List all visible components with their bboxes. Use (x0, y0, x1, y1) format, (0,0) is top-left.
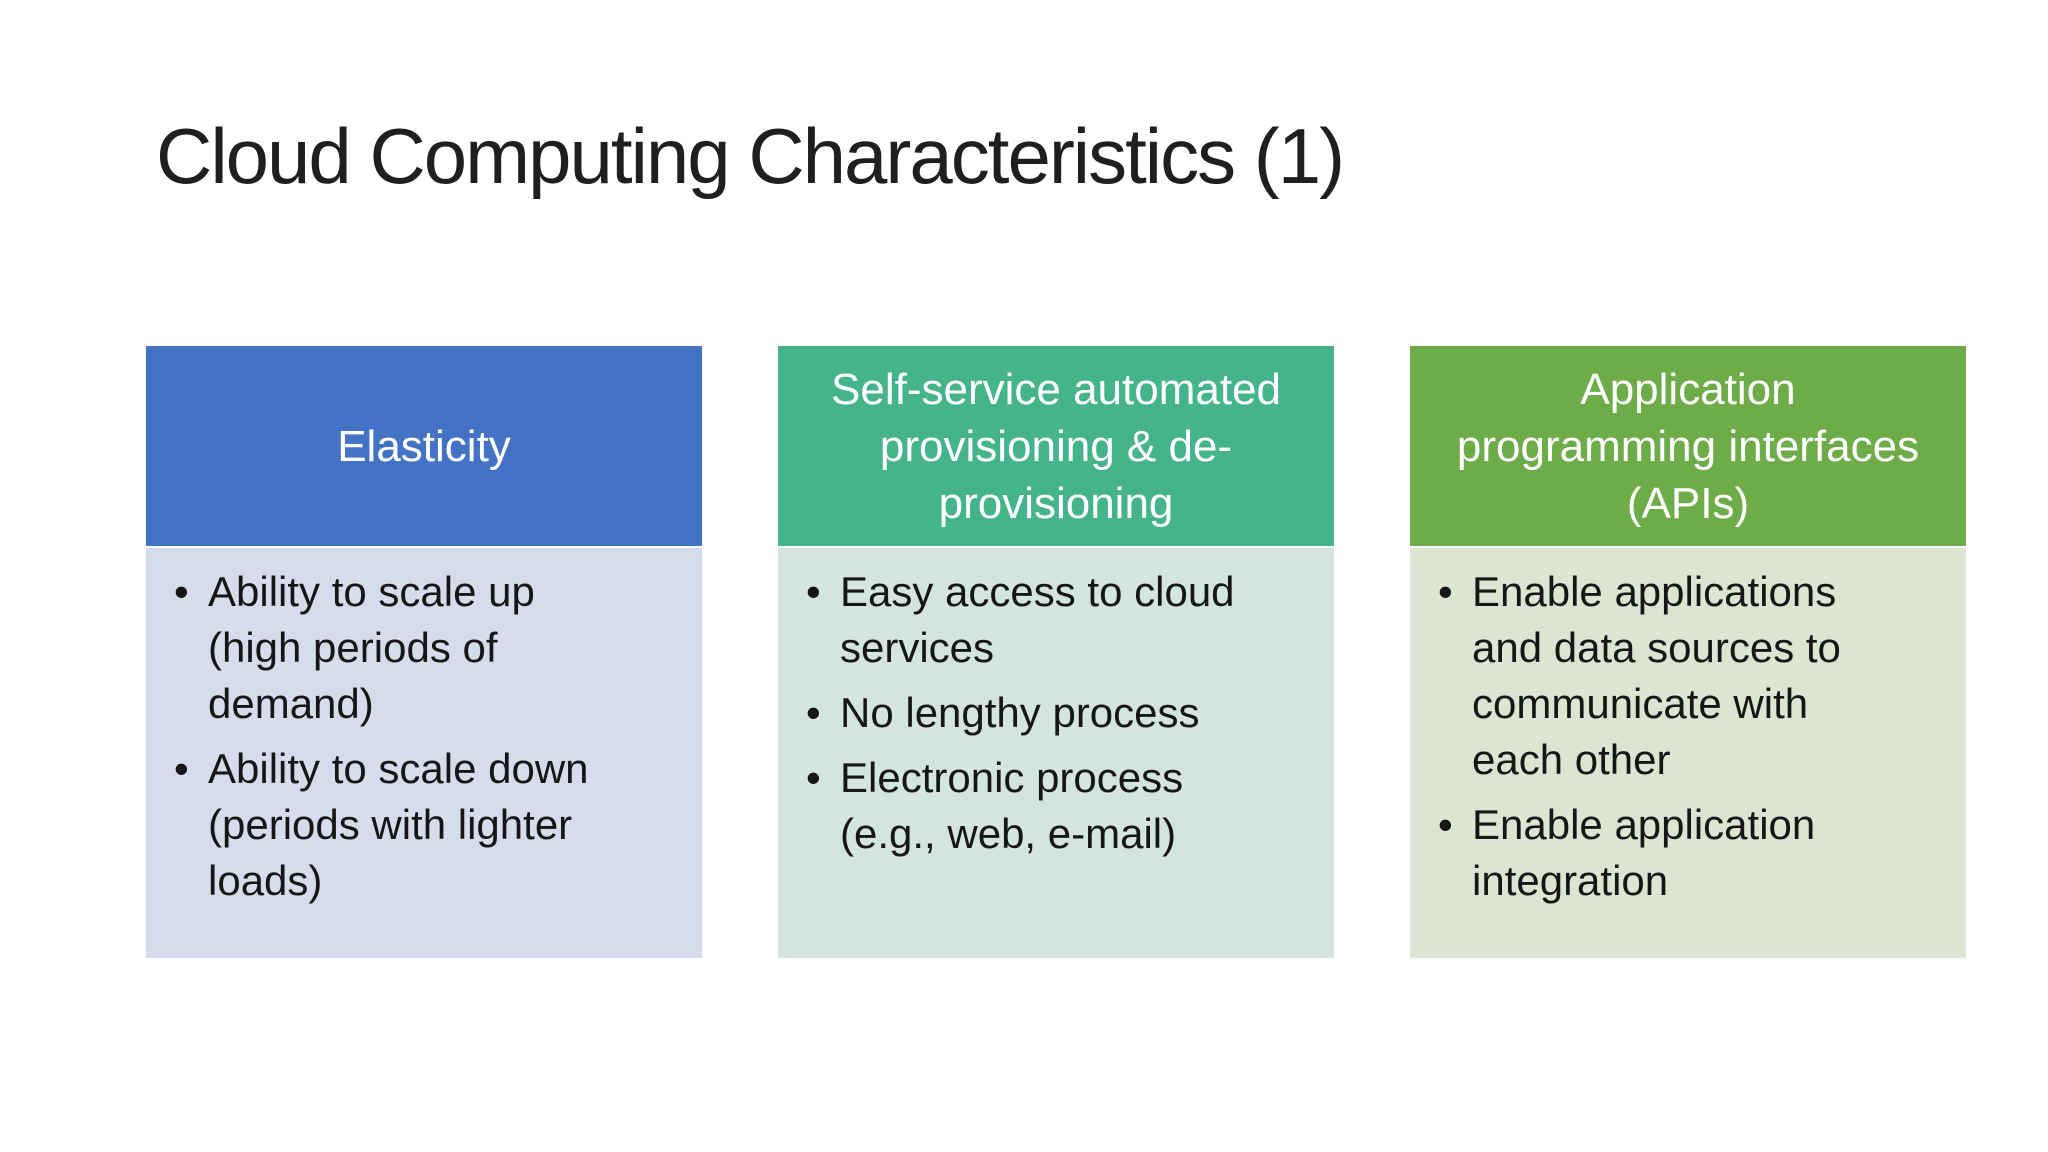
column-header: Self-service automated provisioning & de… (778, 346, 1334, 546)
column-header: Elasticity (146, 346, 702, 546)
column-self-service: Self-service automated provisioning & de… (778, 346, 1334, 958)
bullet-item: Ability to scale up (high periods of dem… (174, 564, 638, 732)
bullet-item: Electronic process (e.g., web, e-mail) (806, 750, 1270, 862)
bullet-list: Enable applications and data sources to … (1438, 564, 1966, 909)
bullet-item: Ability to scale down (periods with ligh… (174, 741, 638, 909)
column-body: Ability to scale up (high periods of dem… (146, 548, 702, 958)
bullet-item: Enable applications and data sources to … (1438, 564, 1902, 788)
column-header: Application programming interfaces (APIs… (1410, 346, 1966, 546)
slide-title: Cloud Computing Characteristics (1) (156, 112, 1345, 200)
column-elasticity: Elasticity Ability to scale up (high per… (146, 346, 702, 958)
bullet-item: Enable application integration (1438, 797, 1902, 909)
bullet-list: Easy access to cloud services No lengthy… (806, 564, 1334, 862)
column-body: Enable applications and data sources to … (1410, 548, 1966, 958)
characteristics-columns: Elasticity Ability to scale up (high per… (146, 346, 1966, 958)
bullet-list: Ability to scale up (high periods of dem… (174, 564, 702, 909)
column-body: Easy access to cloud services No lengthy… (778, 548, 1334, 958)
bullet-item: Easy access to cloud services (806, 564, 1270, 676)
column-apis: Application programming interfaces (APIs… (1410, 346, 1966, 958)
bullet-item: No lengthy process (806, 685, 1270, 741)
